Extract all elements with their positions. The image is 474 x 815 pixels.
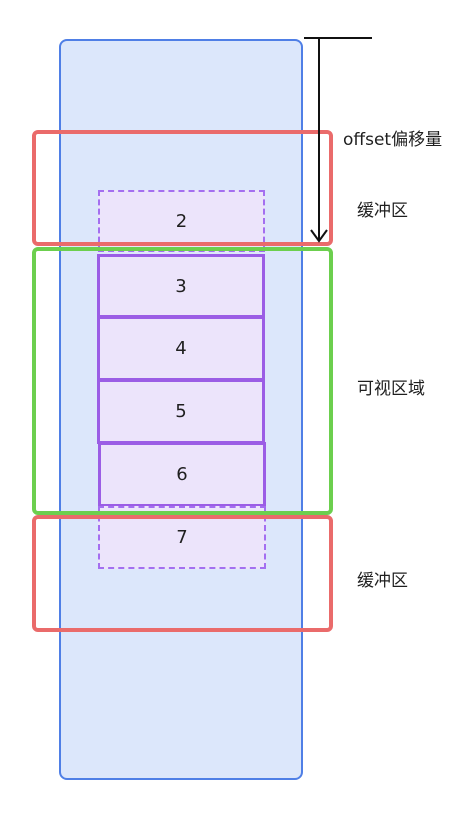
visible-area-frame <box>32 247 333 515</box>
buffer-zone-top-frame <box>32 130 333 246</box>
list-item-label: 5 <box>175 401 187 422</box>
list-item-label: 6 <box>176 464 188 485</box>
buffer-bottom-label: 缓冲区 <box>357 571 408 591</box>
list-item-label: 3 <box>175 275 187 297</box>
list-item-5: 5 <box>97 379 265 444</box>
list-item-2: 2 <box>98 190 265 252</box>
visible-area-label: 可视区域 <box>357 379 425 399</box>
list-item-6: 6 <box>98 442 266 507</box>
list-item-label: 4 <box>175 338 187 359</box>
buffer-zone-bottom-frame <box>32 515 333 632</box>
offset-arrow <box>304 37 372 243</box>
list-item-label: 2 <box>175 210 188 232</box>
buffer-top-label: 缓冲区 <box>357 201 408 221</box>
list-item-label: 7 <box>176 527 188 548</box>
offset-label: offset偏移量 <box>343 130 443 150</box>
